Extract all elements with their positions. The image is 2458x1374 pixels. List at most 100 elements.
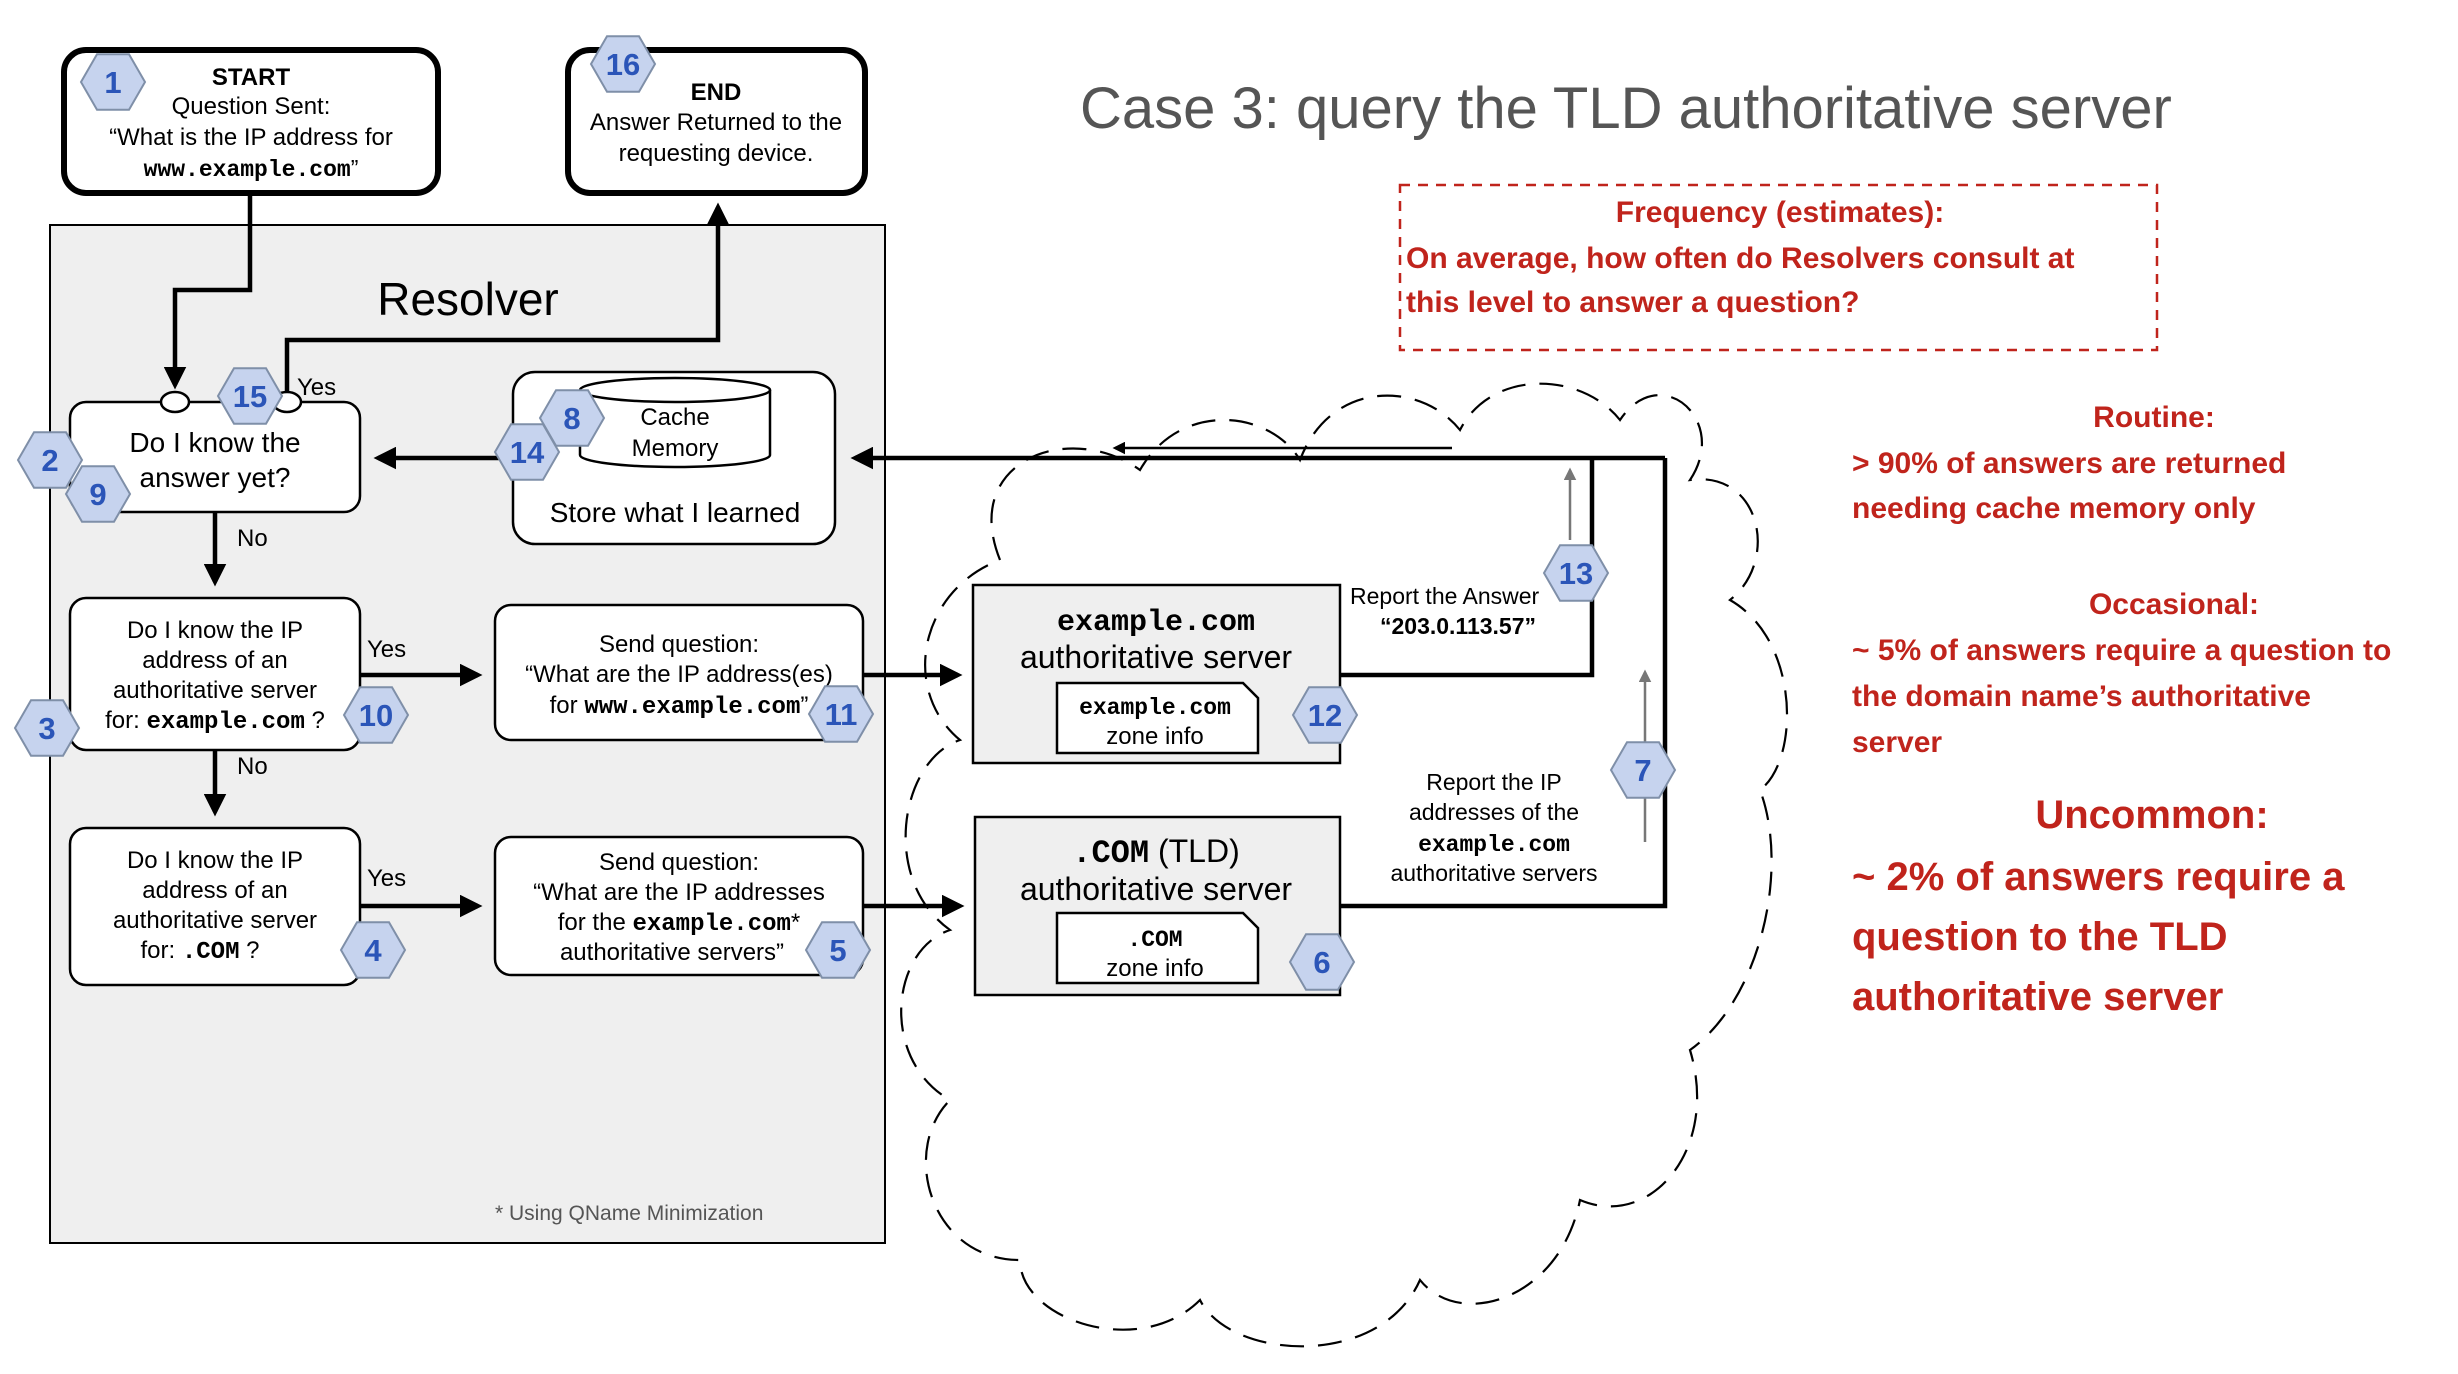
end-heading: END xyxy=(691,79,742,106)
step-badge-number: 2 xyxy=(41,443,58,478)
hexagon-badge-icon xyxy=(807,685,875,743)
step-badge-2: 2 xyxy=(16,431,84,489)
com-tld-authoritative-server: .COM (TLD) authoritative server .COM zon… xyxy=(973,815,1342,997)
cache-memory-cylinder-icon xyxy=(578,390,772,469)
occasional-line1: ~ 5% of answers require a question to xyxy=(1852,634,2391,667)
hexagon-badge-icon xyxy=(1542,544,1610,602)
yes-label-4: Yes xyxy=(367,865,406,892)
start-heading: START xyxy=(212,64,291,91)
report-ip-line4: authoritative servers xyxy=(1390,860,1597,886)
svg-text:.COM (TLD): .COM (TLD) xyxy=(1072,833,1239,872)
step-badge-number: 11 xyxy=(825,697,858,732)
example-zone-domain: example.com xyxy=(1079,695,1231,721)
know-ip-example-box: Do I know the IP address of an authorita… xyxy=(68,596,362,752)
step-badge-3: 3 xyxy=(13,699,81,757)
send-q2-domain: example.com xyxy=(632,911,790,938)
occasional-line3: server xyxy=(1852,726,1942,759)
hexagon-badge-icon xyxy=(342,686,410,744)
cache-line1: Cache xyxy=(640,404,709,431)
step-badge-4: 4 xyxy=(339,921,407,979)
no-label-1: No xyxy=(237,525,268,552)
step-badge-15: 15 xyxy=(216,367,284,425)
know-ip-example-for: for: xyxy=(105,707,140,734)
know-ip-com-box: Do I know the IP address of an authorita… xyxy=(68,826,362,987)
know-ip-example-line1: Do I know the IP xyxy=(127,617,303,644)
svg-text:for: example.com ?: for: example.com ? xyxy=(105,707,325,736)
step-badge-number: 12 xyxy=(1308,698,1342,733)
uncommon-line2: question to the TLD xyxy=(1852,915,2228,959)
hexagon-badge-icon xyxy=(79,53,147,111)
svg-text:www.example.com”: www.example.com” xyxy=(144,155,359,183)
step-badge-7: 7 xyxy=(1609,741,1677,799)
hexagon-badge-icon xyxy=(493,423,561,481)
routine-heading: Routine: xyxy=(2093,401,2215,434)
cache-line2: Memory xyxy=(632,435,719,462)
routine-line2: needing cache memory only xyxy=(1852,492,2256,525)
send-question-1-box: Send question: “What are the IP address(… xyxy=(493,603,865,742)
send-question-2-box: Send question: “What are the IP addresse… xyxy=(493,835,865,977)
step-badge-number: 16 xyxy=(606,47,640,82)
start-close: ” xyxy=(351,155,359,181)
hexagon-badge-icon xyxy=(64,465,132,523)
hexagon-badge-icon xyxy=(1609,741,1677,799)
step-badge-5: 5 xyxy=(804,921,872,979)
hexagon-badge-icon xyxy=(16,431,84,489)
know-ip-com-q: ? xyxy=(246,937,259,964)
step-badge-number: 1 xyxy=(104,65,121,100)
step-badge-9: 9 xyxy=(64,465,132,523)
send-q2-line4: authoritative servers” xyxy=(560,939,784,966)
step-badge-13: 13 xyxy=(1542,544,1610,602)
no-label-2: No xyxy=(237,753,268,780)
step-badge-number: 6 xyxy=(1313,945,1330,980)
start-box: START Question Sent: “What is the IP add… xyxy=(61,47,441,196)
know-ip-com-line3: authoritative server xyxy=(113,907,317,934)
send-q2-star: * xyxy=(791,909,800,936)
step-badge-number: 4 xyxy=(364,933,382,968)
example-authoritative-server: example.com authoritative server example… xyxy=(971,583,1342,765)
example-server-name: example.com xyxy=(1057,606,1255,640)
send-q2-line2: “What are the IP addresses xyxy=(533,879,825,906)
know-ip-com-line2: address of an xyxy=(142,877,287,904)
report-ip-line1: Report the IP xyxy=(1426,769,1562,795)
com-zone-label: zone info xyxy=(1106,955,1203,982)
know-ip-example-q: ? xyxy=(312,707,325,734)
uncommon-heading: Uncommon: xyxy=(2035,793,2268,837)
com-server-name: .COM xyxy=(1072,835,1149,872)
step-badge-number: 14 xyxy=(510,435,545,470)
frequency-line2: this level to answer a question? xyxy=(1406,286,1859,319)
yes-label-10: Yes xyxy=(367,636,406,663)
start-line2: “What is the IP address for xyxy=(109,124,393,151)
com-answer-line xyxy=(1340,458,1668,909)
flow-lines xyxy=(163,193,1668,918)
page-title: Case 3: query the TLD authoritative serv… xyxy=(1080,76,2172,141)
know-answer-box: Do I know the answer yet? xyxy=(68,390,362,514)
step-badge-10: 10 xyxy=(342,686,410,744)
hexagon-badge-icon xyxy=(216,367,284,425)
step-badge-12: 12 xyxy=(1291,686,1359,744)
start-line1: Question Sent: xyxy=(172,93,331,120)
report-answer-value: “203.0.113.57” xyxy=(1380,613,1536,639)
send-q2-for: for the xyxy=(558,909,626,936)
send-q1-domain: www.example.com xyxy=(584,694,800,721)
step-badge-number: 8 xyxy=(563,401,580,436)
occasional-line2: the domain name’s authoritative xyxy=(1852,680,2311,713)
know-ip-example-line2: address of an xyxy=(142,647,287,674)
hexagon-badge-icon xyxy=(1288,933,1356,991)
svg-text:for: .COM ?: for: .COM ? xyxy=(141,937,260,966)
example-zone-file-icon xyxy=(1055,681,1260,755)
know-ip-example-line3: authoritative server xyxy=(113,677,317,704)
occasional-heading: Occasional: xyxy=(2089,588,2259,621)
send-q1-close: ” xyxy=(800,692,808,719)
end-line1: Answer Returned to the xyxy=(590,109,842,136)
frequency-heading: Frequency (estimates): xyxy=(1616,196,1944,229)
hexagon-badge-icon xyxy=(804,921,872,979)
step-badge-number: 7 xyxy=(1634,753,1651,788)
send-q1-line2: “What are the IP address(es) xyxy=(525,661,833,688)
step-badge-number: 5 xyxy=(829,933,846,968)
step-badge-6: 6 xyxy=(1288,933,1356,991)
example-server-line2: authoritative server xyxy=(1020,639,1292,675)
know-answer-line1: Do I know the xyxy=(129,427,300,458)
hexagon-badge-icon xyxy=(13,699,81,757)
uncommon-line1: ~ 2% of answers require a xyxy=(1852,855,2345,899)
